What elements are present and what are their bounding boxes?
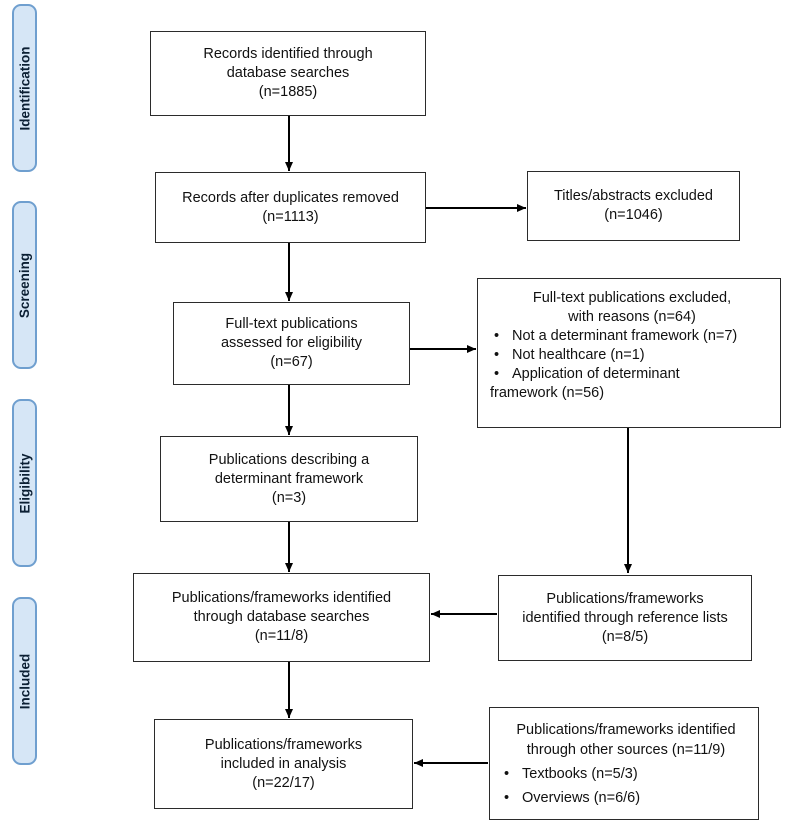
box-line: Full-text publications xyxy=(225,316,358,332)
fulltext-assessed-box: Full-text publications assessed for elig… xyxy=(173,302,410,385)
box-line: Publications/frameworks identified xyxy=(171,590,392,606)
box-line: (n=1113) xyxy=(262,208,319,225)
other-source-item: • Textbooks (n=5/3) xyxy=(500,764,638,784)
db-identified-box: Publications/frameworks identified throu… xyxy=(133,573,430,662)
box-line: (n=67) xyxy=(270,354,313,370)
box-line: Full-text publications excluded, xyxy=(532,290,732,306)
records-identified-box: Records identified through database sear… xyxy=(150,31,426,116)
box-line: Publications/frameworks xyxy=(204,736,363,753)
box-line: (n=11/8) xyxy=(254,628,309,644)
excluded-reason-text: Not healthcare (n=1) xyxy=(512,347,645,363)
fulltext-excluded-box: Full-text publications excluded, with re… xyxy=(477,278,781,428)
box-line: Records after duplicates removed xyxy=(182,189,399,206)
bullet-glyph: • xyxy=(494,366,500,382)
box-line: database searches xyxy=(226,65,350,81)
box-line: with reasons (n=64) xyxy=(568,309,696,325)
box-line: determinant framework xyxy=(214,470,364,487)
after-duplicates-box: Records after duplicates removed (n=1113… xyxy=(155,172,426,243)
box-line: (n=1046) xyxy=(604,207,663,223)
titles-excluded-box: Titles/abstracts excluded (n=1046) xyxy=(527,171,740,241)
other-source-text: Overviews (n=6/6) xyxy=(522,790,641,806)
reference-lists-box: Publications/frameworks identified throu… xyxy=(498,575,752,661)
other-source-item: • Overviews (n=6/6) xyxy=(500,788,640,808)
box-line: (n=8/5) xyxy=(601,628,649,645)
bullet-glyph: • xyxy=(494,347,500,363)
box-line: (n=22/17) xyxy=(252,774,315,791)
excluded-reason-text: Application of determinant xyxy=(512,366,680,382)
box-line: assessed for eligibility xyxy=(220,335,363,351)
bullet-glyph: • xyxy=(504,766,510,782)
excluded-reason-text: Not a determinant framework (n=7) xyxy=(512,328,738,344)
included-analysis-box: Publications/frameworks included in anal… xyxy=(154,719,413,809)
bullet-glyph: • xyxy=(504,790,510,806)
box-line: Records identified through xyxy=(203,46,373,62)
other-sources-box: Publications/frameworks identified throu… xyxy=(489,707,759,820)
stage-screening: Screening xyxy=(12,201,37,369)
box-line: Publications/frameworks xyxy=(546,590,704,607)
box-line: Titles/abstracts excluded xyxy=(553,188,714,204)
box-line: (n=3) xyxy=(271,489,307,506)
box-line: through other sources (n=11/9) xyxy=(526,742,726,758)
box-line: (n=1885) xyxy=(258,84,318,100)
box-line: Publications describing a xyxy=(208,451,370,468)
stage-eligibility: Eligibility xyxy=(12,399,37,567)
box-line: identified through reference lists xyxy=(522,609,728,626)
excluded-reason-item: • Application of determinant xyxy=(490,365,680,384)
box-line: Publications/frameworks identified xyxy=(516,722,736,738)
box-line: through database searches xyxy=(193,609,370,625)
box-line: included in analysis xyxy=(220,755,347,772)
excluded-reason-item: • Not healthcare (n=1) xyxy=(490,346,645,365)
excluded-reason-item: • Not a determinant framework (n=7) xyxy=(490,327,737,346)
bullet-glyph: • xyxy=(494,328,500,344)
describing-framework-box: Publications describing a determinant fr… xyxy=(160,436,418,522)
other-source-text: Textbooks (n=5/3) xyxy=(522,766,638,782)
stage-identification: Identification xyxy=(12,4,37,172)
excluded-reason-continuation: framework (n=56) xyxy=(490,385,605,401)
stage-included: Included xyxy=(12,597,37,765)
